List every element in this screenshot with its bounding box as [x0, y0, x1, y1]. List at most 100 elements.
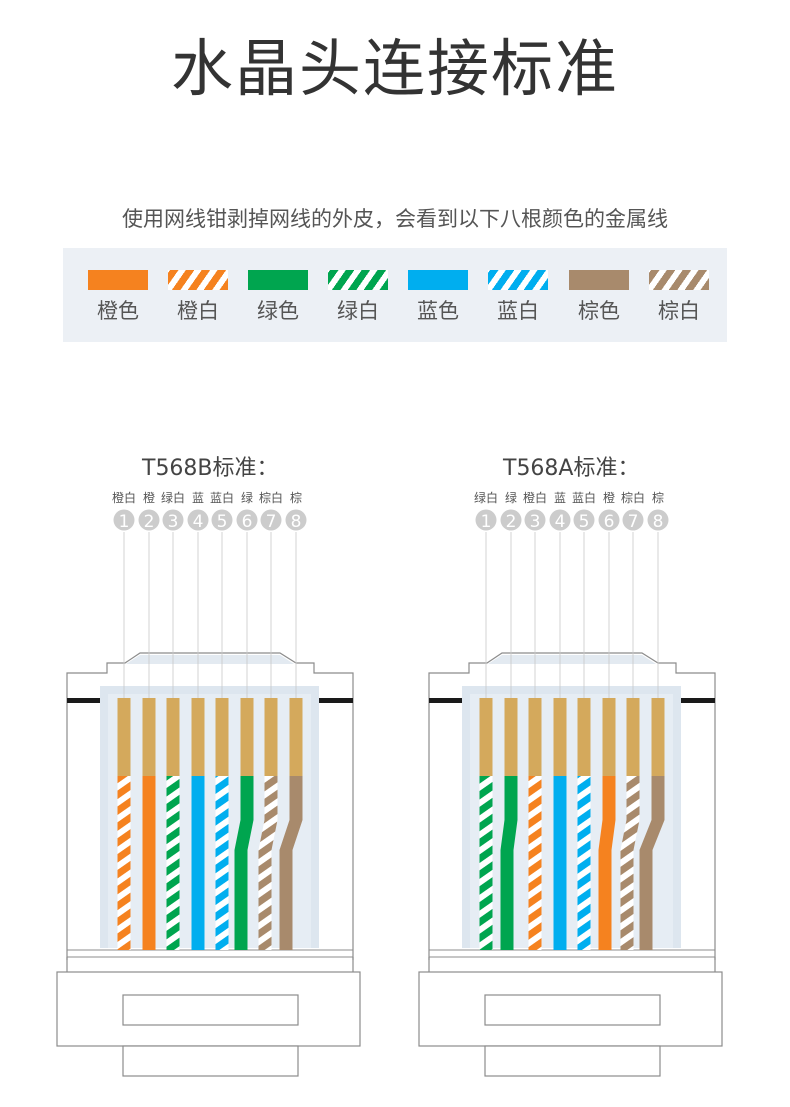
pin-color-label: 蓝白 [209, 491, 235, 505]
pin-color-label: 绿白 [160, 491, 186, 505]
pin-number: 7 [266, 512, 277, 532]
page-title: 水晶头连接标准 [170, 32, 619, 105]
legend-label: 橙色 [97, 299, 139, 323]
striped-swatch [488, 270, 548, 290]
gold-contact [117, 698, 131, 776]
striped-wire [479, 776, 493, 950]
pin-number: 3 [530, 512, 541, 532]
legend-label: 橙白 [177, 299, 219, 323]
pin-color-label: 蓝白 [571, 491, 597, 505]
striped-swatch [168, 270, 228, 290]
pin-number-circle [113, 509, 135, 531]
solid-wire [598, 776, 616, 950]
pin-number-circle [162, 509, 184, 531]
standard-title-t568a: T568A标准： [503, 456, 640, 481]
solid-wire [142, 776, 156, 950]
solid-wire [234, 776, 254, 950]
pin-number: 8 [291, 512, 302, 532]
legend-label: 棕白 [658, 299, 700, 323]
pin-color-label: 绿 [240, 491, 254, 505]
solid-wire [279, 776, 303, 950]
pin-color-label: 棕白 [620, 491, 646, 505]
standard-title-t568b: T568B标准： [142, 456, 279, 481]
pin-color-label: 橙 [142, 491, 156, 505]
pin-color-label: 棕 [289, 491, 303, 505]
legend-item: 蓝色 [408, 270, 468, 325]
striped-swatch [649, 270, 709, 290]
pin-color-label: 橙 [602, 491, 616, 505]
pin-number: 2 [506, 512, 517, 532]
legend-label: 蓝色 [417, 299, 459, 323]
pin-number: 6 [604, 512, 615, 532]
solid-wire [191, 776, 205, 950]
color-legend: 橙色 橙白 绿色 绿白 蓝色 蓝白 棕色棕白 [63, 248, 727, 342]
legend-label: 绿色 [257, 299, 299, 323]
solid-wire [639, 776, 665, 950]
pin-number: 7 [628, 512, 639, 532]
striped-wire [620, 776, 640, 950]
pin-number-circle [236, 509, 258, 531]
pin-color-label: 蓝 [191, 491, 205, 505]
pin-number-circle [573, 509, 595, 531]
gold-contact [289, 698, 303, 776]
legend-item: 棕色 [569, 270, 629, 325]
gold-contact [577, 698, 591, 776]
pin-number-circle [475, 509, 497, 531]
legend-label: 蓝白 [497, 299, 539, 323]
pin-number: 8 [653, 512, 664, 532]
pin-number: 2 [144, 512, 155, 532]
legend-item: 绿色 [248, 270, 308, 325]
pin-color-label: 棕白 [258, 491, 284, 505]
legend-item: 绿白 [328, 270, 388, 325]
pin-color-label: 橙白 [111, 491, 137, 505]
legend-label: 绿白 [337, 299, 379, 323]
solid-wire [553, 776, 567, 950]
pin-number: 4 [193, 512, 204, 532]
pin-number: 5 [579, 512, 590, 532]
pin-color-label: 绿 [504, 491, 518, 505]
pin-number-circle [622, 509, 644, 531]
pin-number-circle [524, 509, 546, 531]
pin-number-circle [211, 509, 233, 531]
pin-number: 6 [242, 512, 253, 532]
gold-contact [264, 698, 278, 776]
pin-number-circle [285, 509, 307, 531]
pin-number-circle [647, 509, 669, 531]
pin-number: 5 [217, 512, 228, 532]
gold-contact [651, 698, 665, 776]
legend-item: 橙色 [88, 270, 148, 325]
pin-number: 1 [481, 512, 492, 532]
latch-bar-left [429, 698, 462, 703]
striped-wire [577, 776, 591, 950]
pin-number-circle [598, 509, 620, 531]
latch-bar-right [681, 698, 715, 703]
pin-number-circle [500, 509, 522, 531]
gold-contact [191, 698, 205, 776]
striped-swatch [328, 270, 388, 290]
subtitle: 使用网线钳剥掉网线的外皮，会看到以下八根颜色的金属线 [122, 207, 668, 231]
pin-number-circle [549, 509, 571, 531]
solid-swatch [248, 270, 308, 290]
gold-contact [215, 698, 229, 776]
gold-contact [504, 698, 518, 776]
pin-number: 4 [555, 512, 566, 532]
pin-color-label: 橙白 [522, 491, 548, 505]
legend-item: 蓝白 [488, 270, 548, 325]
gold-contact [142, 698, 156, 776]
gold-contact [240, 698, 254, 776]
gold-contact [479, 698, 493, 776]
pin-number: 3 [168, 512, 179, 532]
pin-number-circle [138, 509, 160, 531]
striped-wire [166, 776, 180, 950]
latch-bar-right [319, 698, 353, 703]
solid-swatch [408, 270, 468, 290]
gold-contact [166, 698, 180, 776]
striped-wire [258, 776, 278, 950]
gold-contact [553, 698, 567, 776]
gold-contact [528, 698, 542, 776]
solid-swatch [569, 270, 629, 290]
pin-color-label: 棕 [651, 491, 665, 505]
